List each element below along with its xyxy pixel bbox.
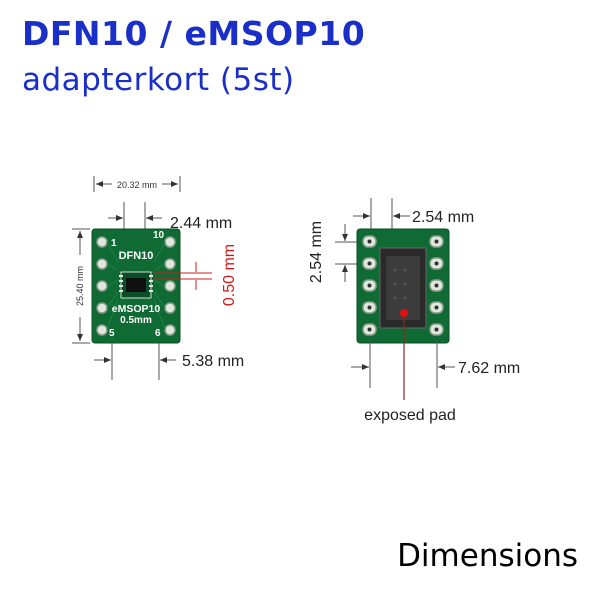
right-board-pins [362, 235, 444, 336]
silk-pitch: 0.5mm [120, 315, 152, 326]
right-adapter-board: 2.54 mm 2.54 mm [308, 198, 520, 424]
exposed-pad-label: exposed pad [364, 407, 456, 424]
pitch-h-label: 2.54 mm [412, 209, 474, 226]
page-subtitle: adapterkort (5st) [22, 62, 295, 98]
width-dimension-label: 20.32 mm [117, 180, 157, 190]
height-dimension-label: 25.40 mm [75, 266, 85, 306]
page-title: DFN10 / eMSOP10 [22, 14, 366, 53]
pin5-label: 5 [109, 328, 115, 339]
pin10-label: 10 [153, 230, 165, 241]
dimensions-label: Dimensions [397, 538, 578, 574]
pin1-label: 1 [111, 238, 117, 249]
left-board-pins [96, 236, 176, 336]
left-adapter-board: 20.32 mm 25.40 mm 2.44 mm [72, 176, 244, 380]
row-spacing-right-label: 7.62 mm [458, 360, 520, 377]
pitch-v-label: 2.54 mm [308, 221, 325, 283]
row-spacing-label: 5.38 mm [182, 353, 244, 370]
silk-dfn10: DFN10 [119, 250, 154, 262]
silk-emsop10: eMSOP10 [112, 303, 161, 315]
exposed-pad-marker [400, 309, 408, 317]
pin-pitch-label: 2.44 mm [170, 215, 232, 232]
pin6-label: 6 [155, 328, 161, 339]
ic-footprint [119, 271, 153, 299]
pad-pitch-label: 0.50 mm [221, 244, 238, 306]
